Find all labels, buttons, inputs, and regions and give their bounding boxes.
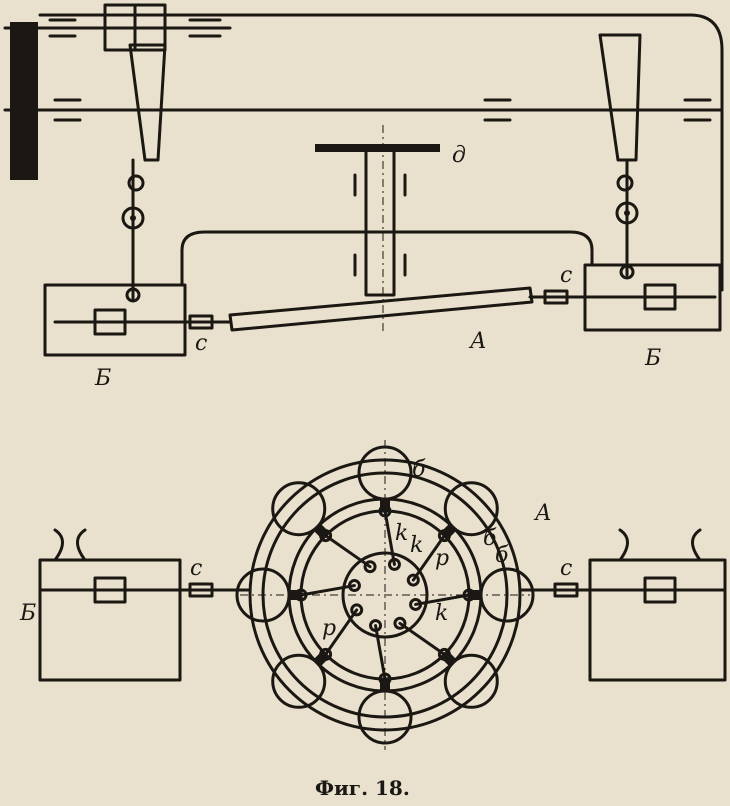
outer-frame xyxy=(38,13,724,292)
wheel-segment xyxy=(443,653,499,709)
top-view: д А с с Б Б xyxy=(3,3,724,391)
pivot-pin xyxy=(363,560,377,574)
label-p-1: р xyxy=(435,546,449,571)
label-B-right-top: Б xyxy=(644,346,661,371)
pivot-pin xyxy=(347,579,361,593)
label-c-right-top: с xyxy=(560,263,572,288)
steering-wheel xyxy=(315,144,440,152)
label-b-2: б xyxy=(483,526,497,551)
coupling-right-bottom xyxy=(553,582,579,598)
spoke-rod xyxy=(398,621,446,656)
shaft-A xyxy=(228,286,534,332)
pivot-pin xyxy=(406,573,420,587)
box-left-top xyxy=(43,283,187,357)
label-B-left-top: Б xyxy=(94,366,111,391)
wheel-A xyxy=(235,440,535,750)
spoke-rod xyxy=(374,624,387,681)
pivot-pin xyxy=(409,597,423,611)
label-d: д xyxy=(452,143,466,168)
spoke-rod xyxy=(324,534,372,569)
gear-wheel xyxy=(10,22,38,180)
pivot-pin xyxy=(437,529,451,543)
label-k-2: k xyxy=(410,533,423,558)
label-k-3: k xyxy=(435,601,448,626)
figure-caption: Фиг. 18. xyxy=(315,776,410,800)
pivot-pin xyxy=(437,647,451,661)
pivot-pin xyxy=(350,603,364,617)
spoke-rod xyxy=(414,593,471,606)
label-p-2: р xyxy=(322,616,336,641)
label-A-top: А xyxy=(468,329,487,354)
pivot-pin xyxy=(319,647,333,661)
label-k-1: k xyxy=(395,521,408,546)
coupling-left-bottom xyxy=(188,582,214,598)
label-B-left-bottom: Б xyxy=(19,601,36,626)
spoke-rod xyxy=(383,509,396,566)
label-c-left-top: с xyxy=(195,331,207,356)
wheel-segment xyxy=(443,481,499,537)
label-A-wheel: А xyxy=(533,501,552,526)
right-lever xyxy=(598,33,642,162)
spoke-rod xyxy=(411,534,446,582)
coupling-left-top xyxy=(188,314,214,330)
pivot-pin xyxy=(369,619,383,633)
pivot-pin xyxy=(393,616,407,630)
wheel-segment xyxy=(271,653,327,709)
pivot-pin xyxy=(319,529,333,543)
label-c-left-bottom: с xyxy=(190,556,202,581)
wheel-segment xyxy=(271,481,327,537)
label-b-3: б xyxy=(495,543,509,568)
bearings-main-shaft xyxy=(48,18,712,122)
base-right xyxy=(588,558,727,682)
spoke-rod xyxy=(324,608,359,656)
label-b-1: б xyxy=(412,457,426,482)
base-left xyxy=(38,558,182,682)
spoke-rod xyxy=(299,584,356,597)
steering-column xyxy=(364,148,396,297)
left-lever xyxy=(128,43,167,162)
inner-frame xyxy=(180,230,594,287)
coupling-right-top xyxy=(543,289,569,305)
pivot-pin xyxy=(387,557,401,571)
label-c-right-bottom: с xyxy=(560,556,572,581)
bottom-view: А с с Б б б б k k k р р xyxy=(19,440,727,750)
